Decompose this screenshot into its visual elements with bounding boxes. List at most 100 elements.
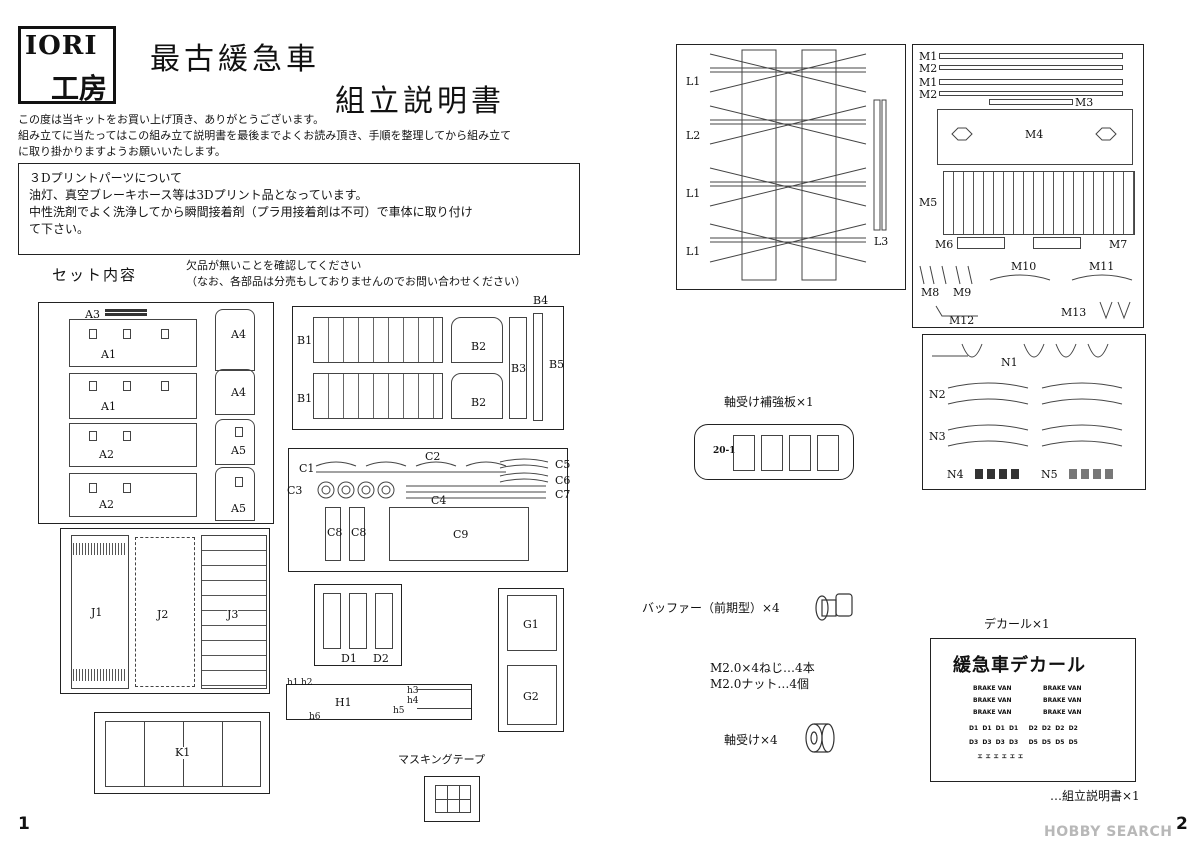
sheet-j: J1 J2 J3	[60, 528, 270, 694]
title-line2: 組立説明書	[335, 84, 505, 119]
part-m2	[939, 65, 1123, 70]
label-h4: h4	[407, 696, 419, 706]
window	[161, 381, 169, 391]
label-b5: B5	[549, 358, 565, 371]
label-m1: M1	[919, 76, 938, 89]
label-c1: C1	[299, 462, 315, 475]
sheet-m: M1 M2 M1 M2 M3 M4 M5 M6 M7 M8 M9 M10 M11…	[912, 44, 1144, 328]
notice-line: 油灯、真空ブレーキホース等は3Dプリント品となっています。	[29, 188, 368, 202]
label-c8: C8	[351, 526, 367, 539]
decal-label: デカール×1	[984, 617, 1050, 631]
label-a4: A4	[231, 328, 246, 341]
notice-line: 中性洗剤でよく洗浄してから瞬間接着剤（プラ用接着剤は不可）で車体に取り付け	[29, 205, 473, 219]
notice-line: ３Dプリントパーツについて	[29, 171, 183, 185]
label-l1: L1	[686, 245, 701, 258]
notice-line: て下さい。	[29, 222, 90, 236]
label-n4: N4	[947, 468, 964, 481]
part-a1-bottom	[69, 373, 197, 419]
masking-tape-grid	[435, 785, 471, 813]
label-m10: M10	[1011, 260, 1037, 273]
part-a5-bottom	[215, 467, 255, 521]
part-a5-top	[215, 419, 255, 465]
label-g2: G2	[523, 690, 539, 703]
label-m2: M2	[919, 62, 938, 75]
set-contents-title: セット内容	[52, 266, 138, 284]
label-h6: h6	[309, 712, 321, 722]
part-d	[349, 593, 367, 649]
iori-logo: IORI 工房	[18, 26, 116, 105]
part-a2-top	[69, 423, 197, 467]
part-m5	[943, 171, 1135, 235]
label-m2: M2	[919, 88, 938, 101]
part-g2	[507, 665, 557, 725]
window	[89, 431, 97, 441]
window	[89, 329, 97, 339]
window	[161, 329, 169, 339]
part-a2-bottom	[69, 473, 197, 517]
part-g1	[507, 595, 557, 651]
label-m4: M4	[1025, 128, 1044, 141]
buffer-icon	[815, 593, 853, 621]
nut-label: M2.0ナット…4個	[710, 677, 810, 691]
label-c3: C3	[287, 484, 303, 497]
logo-text-bottom: 工房	[51, 72, 108, 105]
label-m6: M6	[935, 238, 954, 251]
label-c7: C7	[555, 488, 571, 501]
sheet-c-drawing	[315, 458, 549, 499]
bearing-icon	[805, 723, 835, 753]
plate-code: 20-1	[713, 446, 736, 456]
label-c6: C6	[555, 474, 571, 487]
sheet-d: D1 D2	[314, 584, 402, 666]
label-hh1: H1	[335, 696, 352, 709]
sheet-n-drawing	[932, 343, 1123, 447]
label-n3: N3	[929, 430, 946, 443]
window	[235, 477, 243, 487]
plate-part	[761, 435, 783, 471]
part-m2	[939, 91, 1123, 96]
decal-brake-van: BRAKE VAN	[973, 685, 1012, 692]
window	[123, 381, 131, 391]
label-k1: K1	[175, 746, 191, 759]
screw-label: M2.0×4ねじ…4本	[710, 661, 815, 675]
part-d	[375, 593, 393, 649]
part-m3	[989, 99, 1073, 105]
label-b1: B1	[297, 392, 313, 405]
part-m6	[957, 237, 1005, 249]
page-number-left: 1	[18, 814, 30, 834]
decal-title: 緩急車デカール	[953, 655, 1086, 676]
label-b2: B2	[471, 396, 487, 409]
masking-tape-label: マスキングテープ	[398, 753, 486, 766]
label-d2: D2	[373, 652, 389, 665]
h-strips	[417, 689, 471, 709]
label-j3: J3	[227, 608, 239, 621]
part-d	[323, 593, 341, 649]
label-m3: M3	[1075, 96, 1094, 109]
sheet-m-drawing	[919, 127, 1133, 320]
missing-line: （なお、各部品は分売もしておりませんのでお問い合わせください）	[186, 275, 527, 288]
label-b2: B2	[471, 340, 487, 353]
decal-brake-van: BRAKE VAN	[973, 697, 1012, 704]
n5-parts	[1069, 469, 1115, 479]
part-j1	[71, 535, 129, 689]
label-c5: C5	[555, 458, 571, 471]
label-h2: h2	[301, 678, 313, 688]
label-m12: M12	[949, 314, 975, 327]
label-n1: N1	[1001, 356, 1018, 369]
buffer-label: バッファー（前期型）×4	[642, 601, 780, 615]
part-m4	[937, 109, 1133, 165]
label-h1: h1	[287, 678, 299, 688]
decal-brake-van: BRAKE VAN	[973, 709, 1012, 716]
label-m8: M8	[921, 286, 940, 299]
label-c8: C8	[327, 526, 343, 539]
intro-line: この度は当キットをお買い上げ頂き、ありがとうございます。	[18, 113, 325, 126]
label-m7: M7	[1109, 238, 1128, 251]
sheet-n: N1 N2 N3 N4 N5	[922, 334, 1146, 490]
label-d1: D1	[341, 652, 357, 665]
j1-grill	[73, 543, 127, 555]
label-j2: J2	[157, 608, 169, 621]
part-m7	[1033, 237, 1081, 249]
label-m5: M5	[919, 196, 938, 209]
label-g1: G1	[523, 618, 539, 631]
sheet-b: B1 B1 B2 B2 B3 B4 B5	[292, 295, 565, 430]
a3-parts	[105, 309, 147, 316]
